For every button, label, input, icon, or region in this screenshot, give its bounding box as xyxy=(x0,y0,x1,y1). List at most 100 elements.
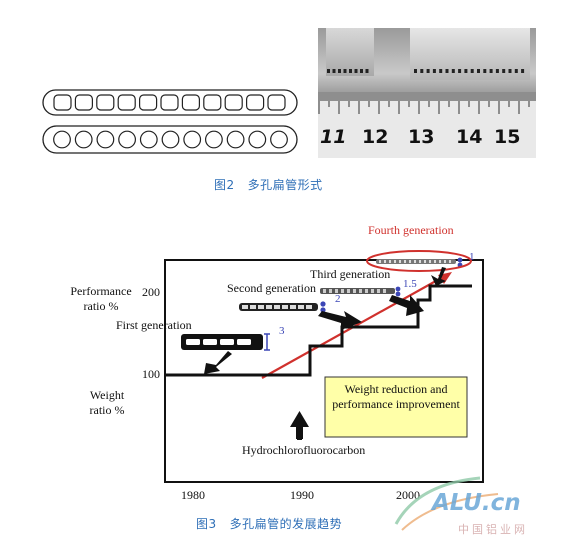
rect-port xyxy=(96,94,115,111)
round-port xyxy=(226,130,245,149)
performance-ratio-label: Performance ratio % xyxy=(70,284,132,313)
port-hole xyxy=(508,69,512,73)
port-hole xyxy=(445,69,449,73)
first-generation-label: First generation xyxy=(116,318,192,332)
port-hole xyxy=(338,69,341,73)
port-hole xyxy=(327,69,330,73)
fourth-generation-highlight xyxy=(366,250,472,272)
round-port xyxy=(270,130,288,149)
port-hole xyxy=(489,69,493,73)
weight-ratio-label: Weight ratio % xyxy=(89,388,125,417)
fourth-generation-tube xyxy=(366,250,472,272)
hcfc-label: Hydrochlorofluorocarbon xyxy=(242,443,366,457)
rectangular-port-tube xyxy=(42,89,298,116)
port-hole xyxy=(365,69,369,73)
port-hole xyxy=(439,69,443,73)
figure3-caption: 图3 多孔扁管的发展趋势 xyxy=(196,517,343,531)
ratio-1-label: 1 xyxy=(469,251,475,263)
development-trend-diagram xyxy=(164,250,484,483)
round-port xyxy=(248,130,267,149)
ruler-numbers: 11 12 13 14 15 xyxy=(318,126,536,154)
first-generation-tube xyxy=(181,333,270,351)
arrow-third-generation xyxy=(389,295,424,316)
rect-port xyxy=(117,94,136,111)
rect-port xyxy=(224,94,243,111)
port-hole xyxy=(502,69,506,73)
improvement-box-bg xyxy=(324,376,468,438)
port-hole xyxy=(426,69,430,73)
x-tick-1980: 1980 xyxy=(181,488,205,502)
ruler-ticks xyxy=(318,92,536,114)
ruler-number: 12 xyxy=(362,126,389,148)
port-hole xyxy=(343,69,347,73)
rect-port xyxy=(53,94,72,111)
alu-logo-text: ALU.cn xyxy=(432,490,521,516)
tube-cross-sections xyxy=(42,89,298,154)
port-hole xyxy=(432,69,436,73)
x-tick-1990: 1990 xyxy=(290,488,314,502)
port-hole xyxy=(495,69,499,73)
arrow-first-generation xyxy=(204,351,232,374)
ratio-1-5-label: 1.5 xyxy=(403,278,417,290)
round-port xyxy=(139,130,158,149)
tube-photo: 11 12 13 14 15 xyxy=(318,28,536,158)
hcfc-up-arrow xyxy=(290,411,309,439)
port-hole xyxy=(464,69,468,73)
port-hole xyxy=(360,69,363,73)
arrow-second-generation xyxy=(318,311,362,330)
x-tick-2000: 2000 xyxy=(396,488,420,502)
rect-port xyxy=(267,94,286,111)
port-hole xyxy=(521,69,525,73)
arrow-fourth-generation xyxy=(431,267,446,286)
fourth-generation-label: Fourth generation xyxy=(368,223,454,237)
y-value-200: 200 xyxy=(142,285,160,299)
figure2-caption: 图2 多孔扁管形式 xyxy=(214,178,323,192)
round-port xyxy=(161,130,180,149)
improvement-box-text: Weight reduction and performance improve… xyxy=(332,382,460,411)
rect-port xyxy=(246,94,265,111)
rect-port xyxy=(203,94,222,111)
ruler-number: 14 xyxy=(456,126,483,148)
round-port-tube xyxy=(42,125,298,154)
rect-port xyxy=(160,94,179,111)
ratio-3-label: 3 xyxy=(279,325,285,337)
y-value-100: 100 xyxy=(142,367,160,381)
figure3: Performance ratio % Weight ratio % 200 1… xyxy=(0,215,561,544)
port-hole xyxy=(420,69,424,73)
figure2: 11 12 13 14 15 图2 多孔扁管形式 xyxy=(0,0,561,200)
ruler-number: 13 xyxy=(408,126,435,148)
third-generation-label: Third generation xyxy=(310,267,391,281)
port-hole xyxy=(354,69,358,73)
performance-staircase xyxy=(166,284,472,377)
port-hole xyxy=(514,69,518,73)
rect-port xyxy=(74,94,94,111)
round-port xyxy=(96,130,115,149)
round-port xyxy=(53,130,71,149)
tube-photo-left-sample xyxy=(326,28,374,76)
round-port xyxy=(118,130,136,149)
port-hole xyxy=(483,69,487,73)
round-port xyxy=(204,130,223,149)
tube-photo-port-holes xyxy=(327,69,525,73)
third-generation-tube xyxy=(320,286,401,297)
port-hole xyxy=(477,69,480,73)
second-generation-tube xyxy=(239,301,326,313)
port-hole xyxy=(414,69,417,73)
port-hole xyxy=(451,69,455,73)
ruler-number: 11 xyxy=(320,126,347,148)
port-hole xyxy=(349,69,352,73)
alu-watermark-logo: ALU.cn 中国铝业网 xyxy=(388,470,558,540)
diagram-frame xyxy=(164,259,484,483)
second-generation-label: Second generation xyxy=(227,281,316,295)
round-port xyxy=(183,130,202,149)
rect-port xyxy=(181,94,200,111)
ruler-number: 15 xyxy=(494,126,521,148)
alu-site-text: 中国铝业网 xyxy=(458,523,528,536)
port-hole xyxy=(458,69,462,73)
ruler: 11 12 13 14 15 xyxy=(318,92,536,158)
rect-port xyxy=(138,94,158,111)
alu-swoosh-icon xyxy=(394,476,499,531)
round-port xyxy=(74,130,93,149)
port-hole xyxy=(332,69,336,73)
port-hole xyxy=(470,69,474,73)
